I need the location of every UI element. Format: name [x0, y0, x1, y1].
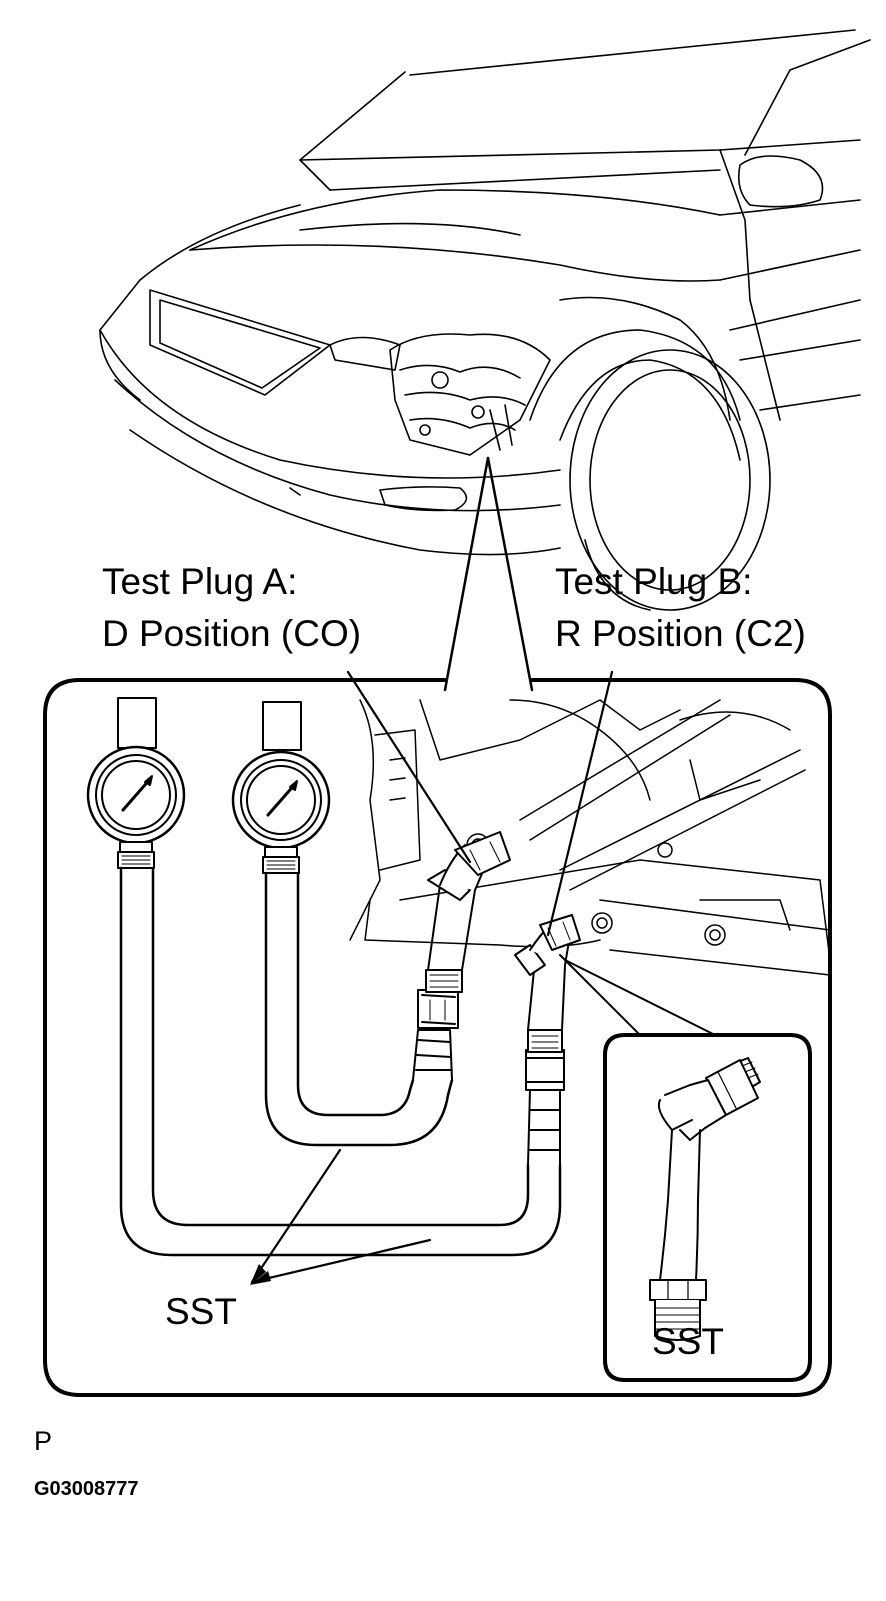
- hose-inner: [264, 871, 454, 1147]
- pressure-gauge-left: [86, 697, 186, 869]
- test-plug-a-position: D Position (CO): [102, 613, 362, 654]
- vehicle-illustration: [99, 29, 871, 611]
- transmission-illustration: [349, 699, 831, 976]
- sst-inset-panel: [559, 954, 812, 1382]
- test-plug-b-title: Test Plug B:: [555, 561, 753, 602]
- sst-main-label: SST: [165, 1291, 237, 1332]
- detail-panel: [43, 678, 832, 1397]
- sst-inset-label: SST: [652, 1321, 724, 1362]
- pressure-gauge-right: [231, 701, 331, 874]
- test-plug-b-position: R Position (C2): [555, 613, 806, 654]
- zoom-leader-lines: [443, 456, 534, 692]
- hose-outer: [119, 866, 562, 1257]
- figure-id-label: G03008777: [34, 1478, 139, 1500]
- test-plug-a-title: Test Plug A:: [102, 561, 298, 602]
- hose-fitting-a: [412, 831, 511, 1081]
- callout-leaders: [250, 670, 614, 1284]
- hose-fitting-b: [514, 914, 581, 1166]
- view-code-label: P: [34, 1426, 53, 1456]
- sst-adapter-illustration: [649, 1057, 761, 1341]
- sst-arrowheads: [250, 1264, 271, 1285]
